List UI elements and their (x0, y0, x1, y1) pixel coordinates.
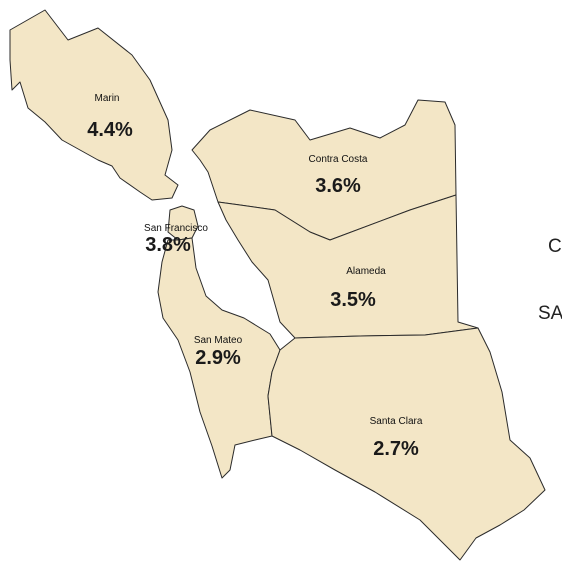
county-name-san-mateo: San Mateo (194, 335, 243, 346)
county-name-contra-costa: Contra Costa (309, 154, 368, 165)
county-value-san-francisco: 3.8% (145, 234, 191, 256)
county-san-mateo[interactable] (157, 237, 281, 479)
county-value-contra-costa: 3.6% (315, 175, 361, 197)
county-value-santa-clara: 2.7% (373, 438, 419, 460)
county-name-marin: Marin (94, 93, 119, 104)
county-name-alameda: Alameda (346, 266, 386, 277)
county-santa-clara[interactable] (267, 327, 546, 561)
edge-text-line2: SA (538, 303, 562, 324)
county-name-san-francisco: San Francisco (144, 223, 208, 234)
county-value-alameda: 3.5% (330, 289, 376, 311)
county-name-santa-clara: Santa Clara (370, 416, 423, 427)
county-value-marin: 4.4% (87, 119, 133, 141)
county-value-san-mateo: 2.9% (195, 347, 241, 369)
edge-text-line1: C (548, 236, 562, 257)
county-marin[interactable] (9, 9, 179, 201)
county-san-francisco[interactable] (167, 205, 199, 241)
